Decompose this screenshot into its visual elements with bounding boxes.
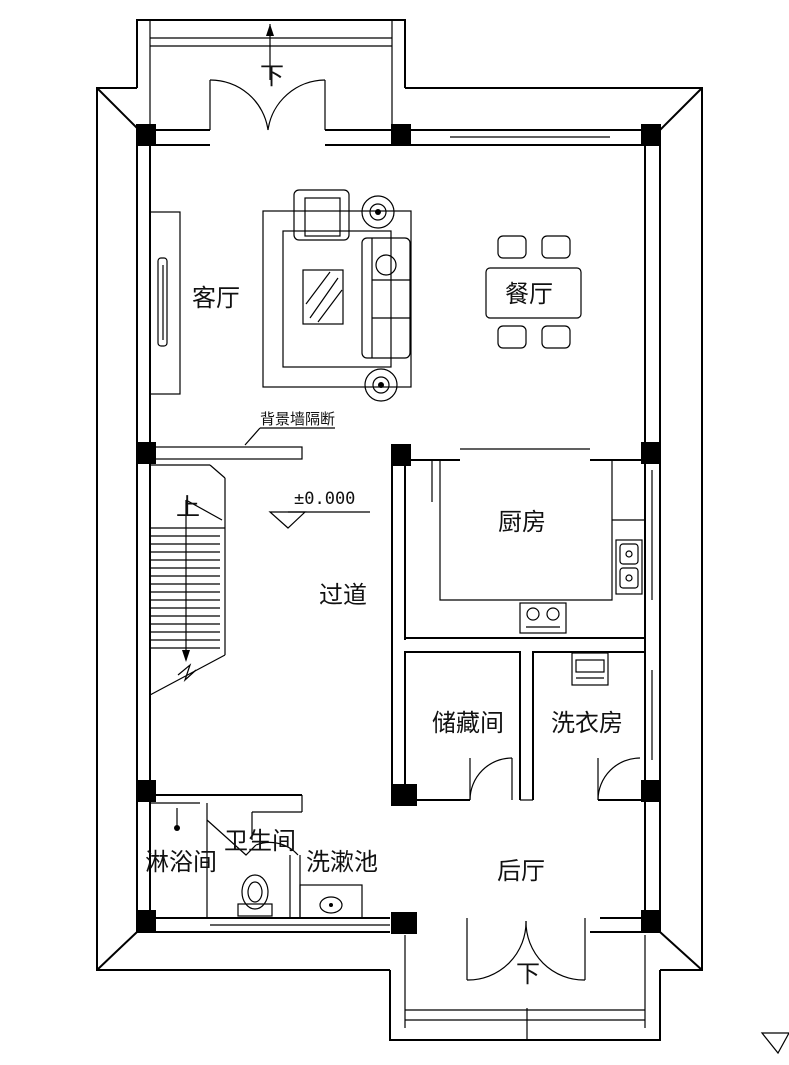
back-balcony: [389, 935, 661, 1041]
room-label-kitchen: 厨房: [498, 508, 546, 536]
background-wall-partition: [149, 427, 335, 460]
stair-up-label: 上: [176, 493, 200, 521]
storage-door: [469, 757, 513, 801]
partition-note: 背景墙隔断: [260, 410, 335, 428]
room-label-dining: 餐厅: [505, 280, 553, 308]
back-down-label: 下: [516, 960, 540, 988]
back-entrance-door: [466, 918, 586, 981]
washing-machine: [571, 652, 609, 686]
roof-eave-outline: [96, 87, 703, 971]
shower-head: [174, 808, 180, 831]
front-balcony: [136, 19, 406, 130]
living-room-furniture: [262, 189, 412, 402]
room-label-shower: 淋浴间: [145, 848, 217, 876]
elevation-label: ±0.000: [294, 489, 355, 509]
wash-basin-fixture: [299, 884, 363, 919]
toilet-bowl: [237, 874, 273, 917]
room-label-corridor: 过道: [319, 581, 367, 609]
kitchen-walls: [391, 448, 645, 800]
dining-table-set: [485, 235, 582, 349]
tv-cabinet: [149, 211, 181, 395]
front-down-label: 下: [260, 62, 284, 90]
exterior-walls: [136, 129, 661, 932]
laundry-door: [597, 757, 641, 801]
room-label-wash-basin: 洗漱池: [306, 848, 378, 876]
structural-columns: [136, 124, 661, 934]
room-label-storage: 储藏间: [432, 709, 504, 737]
elevation-marker: [268, 511, 370, 529]
room-label-toilet: 卫生间: [224, 827, 296, 855]
kitchen-sink: [615, 539, 643, 595]
room-label-living: 客厅: [192, 284, 240, 312]
room-label-back-hall: 后厅: [497, 857, 545, 885]
storage-laundry-walls: [404, 651, 645, 801]
staircase: [149, 464, 226, 696]
corner-elevation-mark: [760, 1032, 789, 1055]
room-label-laundry: 洗衣房: [551, 709, 623, 737]
gas-stove: [519, 602, 567, 634]
toilet-door: [206, 819, 299, 856]
front-entrance-door: [209, 79, 326, 131]
